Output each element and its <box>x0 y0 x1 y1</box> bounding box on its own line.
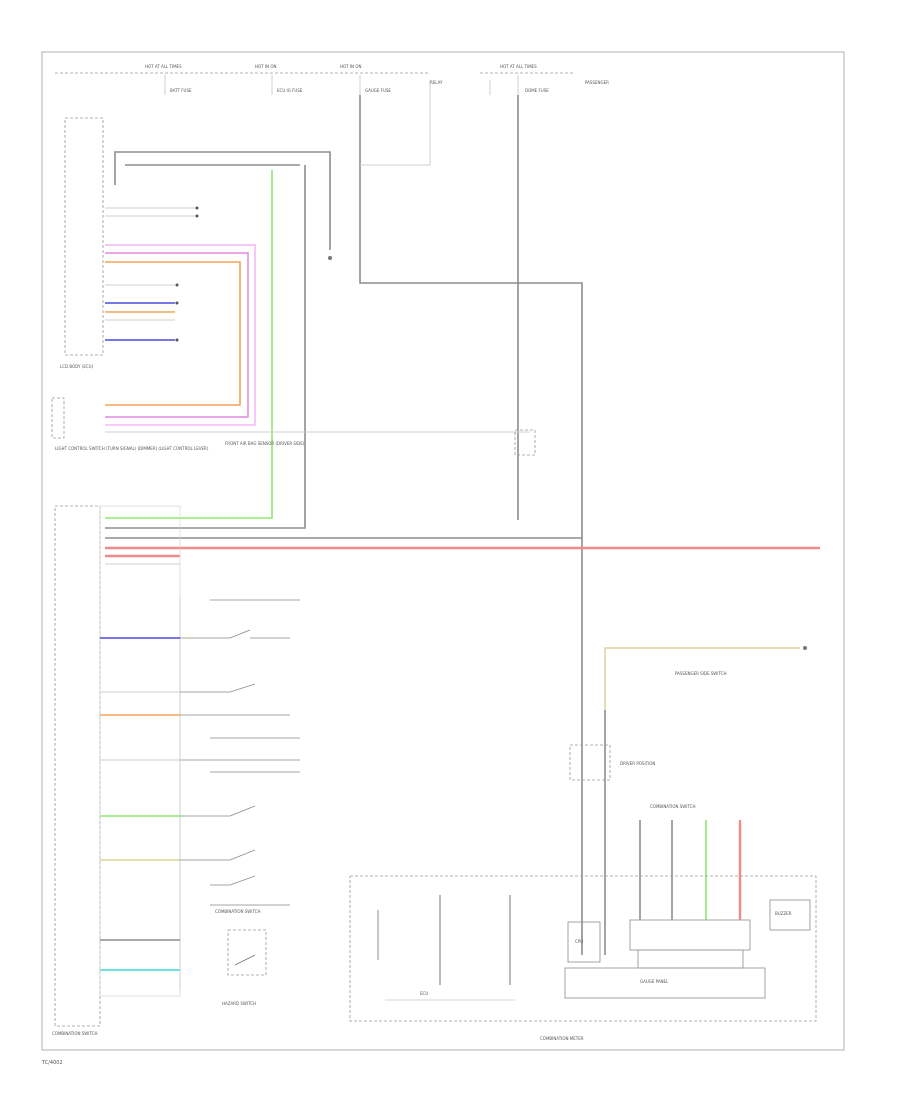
lcd-assembly-label: LCD BODY (ECU) <box>60 364 94 369</box>
combination-meter-box <box>349 875 817 1022</box>
light-control-box <box>51 397 65 439</box>
meter-cpu-label: CPU <box>575 939 583 944</box>
wire-pink-loop <box>105 244 256 426</box>
buzzer-label: BUZZER <box>775 911 792 916</box>
meter-cpu-box <box>567 921 601 963</box>
wire-violet-loop <box>105 252 249 418</box>
hazard-switch-box <box>227 929 267 976</box>
fuse-4: HOT AT ALL TIMES DOME FUSE <box>500 64 549 95</box>
note-top-2: PASSENGER <box>585 80 609 85</box>
meter-ecu-label: ECU <box>420 991 428 996</box>
lcd-assembly-box <box>64 117 104 356</box>
wire-top-bus <box>114 151 331 185</box>
fuse-4-id: DOME FUSE <box>525 88 549 93</box>
fuse-3-id: GAUGE FUSE <box>365 88 391 93</box>
footer-code: TC/4002 <box>41 1060 63 1066</box>
wire-yellow-right <box>604 647 800 710</box>
gauge-panel-box <box>564 967 766 999</box>
fuse-3: HOT IN ON GAUGE FUSE <box>340 64 391 95</box>
wire-gauge-feed <box>359 95 583 955</box>
fuse-2-label: HOT IN ON <box>255 64 276 69</box>
combination-switch-label: COMBINATION SWITCH <box>52 1031 97 1036</box>
buzzer-box <box>769 899 811 931</box>
fuse-2: HOT IN ON ECU IG FUSE <box>255 64 303 95</box>
switch-group <box>180 599 300 906</box>
hazard-switch-label: HAZARD SWITCH <box>222 1001 256 1006</box>
diagram-frame <box>41 51 845 1051</box>
ground-point-1 <box>328 256 332 260</box>
passenger-switch-label: PASSENGER SIDE SWITCH <box>675 671 726 676</box>
fuse-1-label: HOT AT ALL TIMES <box>145 64 182 69</box>
fuse-3-label: HOT IN ON <box>340 64 361 69</box>
fuse-1-id: BATT FUSE <box>170 88 192 93</box>
fuse-2-id: ECU IG FUSE <box>277 88 303 93</box>
combination-switch-note: COMBINATION SWITCH <box>215 909 260 914</box>
gauge-panel-label: GAUGE PANEL <box>640 979 669 984</box>
wire-orange-loop <box>105 261 241 406</box>
wire-green-main <box>105 170 273 519</box>
wire-relay <box>360 80 431 166</box>
combination-switch-box <box>54 505 101 1027</box>
meter-input-label: COMBINATION SWITCH <box>650 804 695 809</box>
driver-position-label: DRIVER POSITION <box>620 761 655 766</box>
fuse-4-label: HOT AT ALL TIMES <box>500 64 537 69</box>
combination-meter-label: COMBINATION METER <box>540 1036 584 1041</box>
light-control-label: LIGHT CONTROL SWITCH (TURN SIGNAL) (DIMM… <box>55 446 209 451</box>
note-top-1: RELAY <box>430 80 443 85</box>
front-airbag-label: FRONT AIR BAG SENSOR (DRIVER SIDE) <box>225 441 305 446</box>
wire-gray-main <box>105 165 306 529</box>
fuse-1: HOT AT ALL TIMES BATT FUSE <box>145 64 192 95</box>
driver-position-box <box>569 744 611 781</box>
